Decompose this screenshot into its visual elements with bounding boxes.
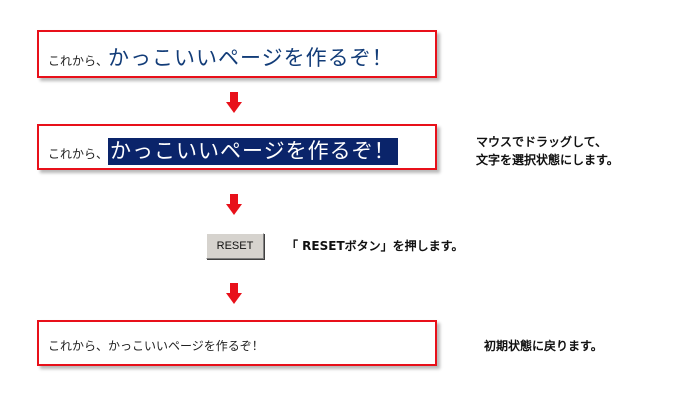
- step4-preview-box: これから、かっこいいページを作るぞ！: [37, 320, 437, 366]
- step4-instruction: 初期状態に戻ります。: [484, 339, 603, 353]
- step2-preview-box: これから、かっこいいページを作るぞ！: [37, 124, 437, 170]
- step2-text-line: これから、かっこいいページを作るぞ！: [48, 135, 398, 165]
- step2-selected-text[interactable]: かっこいいページを作るぞ！: [108, 138, 398, 165]
- step2-instruction-line2: 文字を選択状態にします。: [476, 153, 619, 167]
- step1-text-line: これから、かっこいいページを作るぞ！: [48, 42, 394, 72]
- step3-instruction: 「 RESETボタン」を押します。: [286, 239, 464, 253]
- step4-text-line: これから、かっこいいページを作るぞ！: [48, 335, 264, 354]
- down-arrow-icon: [226, 92, 242, 114]
- step4-plain-text: これから、かっこいいページを作るぞ！: [48, 339, 264, 353]
- step1-preview-box: これから、かっこいいページを作るぞ！: [37, 30, 437, 78]
- down-arrow-icon: [226, 283, 242, 305]
- step1-prefix-text: これから、: [48, 54, 109, 68]
- step1-large-text: かっこいいページを作るぞ！: [108, 46, 394, 70]
- reset-button[interactable]: RESET: [206, 233, 264, 259]
- down-arrow-icon: [226, 194, 242, 216]
- step2-instruction-line1: マウスでドラッグして、: [476, 135, 608, 149]
- step2-instruction: マウスでドラッグして、 文字を選択状態にします。: [476, 133, 619, 169]
- step2-prefix-text: これから、: [48, 147, 109, 161]
